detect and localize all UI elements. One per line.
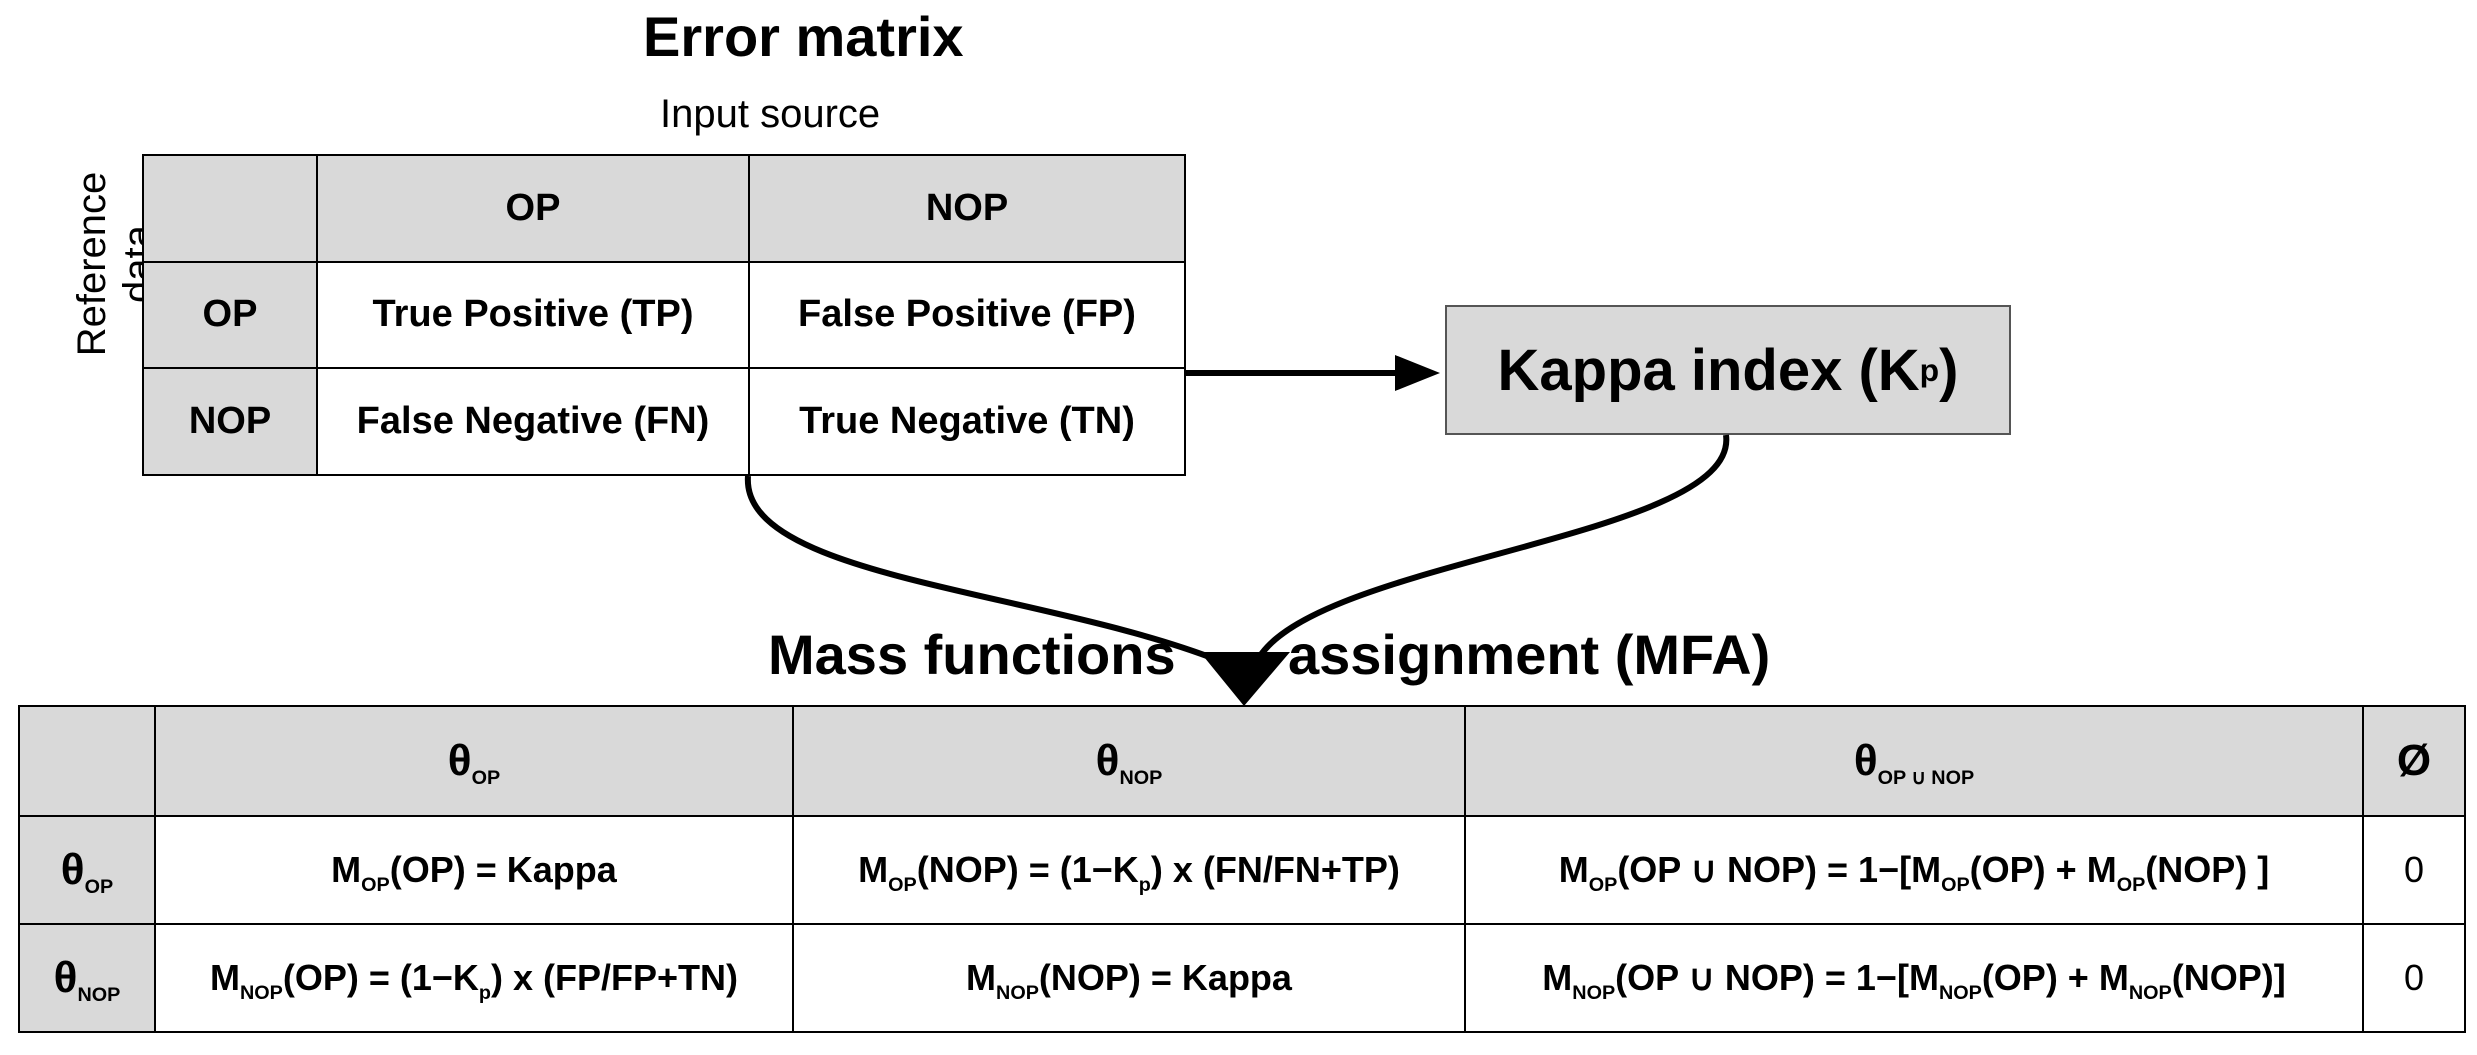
empty-set-symbol: Ø [2396, 736, 2432, 785]
mfa-title-left: Mass functions [768, 623, 1176, 686]
curve-from-kappa [1252, 434, 1730, 667]
cell-false-negative: False Negative (FN) [316, 367, 750, 476]
theta-sub: OP ∪ NOP [1877, 766, 1975, 789]
arrow-to-kappa-head [1395, 355, 1440, 391]
theta-sub: NOP [77, 983, 121, 1006]
row-header-op: OP [142, 260, 318, 370]
row-header-nop: NOP [142, 367, 318, 476]
mfa-cell-r2c3: MNOP(OP ∪ NOP) = 1−[MNOP(OP) + MNOP(NOP)… [1464, 923, 2364, 1033]
cell-true-positive: True Positive (TP) [316, 260, 750, 370]
mfa-row-theta-nop: θNOP [18, 923, 156, 1033]
mfa-corner-cell [18, 705, 156, 817]
error-matrix-table: OP NOP OP True Positive (TP) False Posit… [142, 154, 1186, 476]
curve-from-matrix [744, 475, 1232, 668]
mfa-cell-r2c4: 0 [2362, 923, 2466, 1033]
mfa-title-right: assignment (MFA) [1288, 623, 1771, 686]
mfa-col-theta-nop: θNOP [792, 705, 1466, 817]
mfa-cell-r1c4: 0 [2362, 815, 2466, 925]
error-matrix-title: Error matrix [643, 5, 964, 68]
mfa-row-theta-op: θOP [18, 815, 156, 925]
theta-symbol: θ [1853, 736, 1878, 785]
cell-true-negative: True Negative (TN) [748, 367, 1186, 476]
kappa-close: ) [1939, 337, 1959, 403]
theta-symbol: θ [447, 736, 472, 785]
mfa-col-empty-set: Ø [2362, 705, 2466, 817]
cell-false-positive: False Positive (FP) [748, 260, 1186, 370]
corner-cell [142, 154, 318, 263]
mfa-cell-r1c2: MOP(NOP) = (1−Kp) x (FN/FN+TP) [792, 815, 1466, 925]
col-header-nop: NOP [748, 154, 1186, 263]
theta-sub: NOP [1119, 766, 1163, 789]
mfa-cell-r2c2: MNOP(NOP) = Kappa [792, 923, 1466, 1033]
col-header-op: OP [316, 154, 750, 263]
mfa-cell-r1c1: MOP(OP) = Kappa [154, 815, 794, 925]
theta-symbol: θ [60, 845, 85, 894]
mfa-col-theta-op-union-nop: θOP ∪ NOP [1464, 705, 2364, 817]
mfa-arrow-head [1200, 652, 1290, 706]
mfa-cell-r2c1: MNOP(OP) = (1−Kp) x (FP/FP+TN) [154, 923, 794, 1033]
theta-symbol: θ [1095, 736, 1120, 785]
mfa-table: θOP θNOP θOP ∪ NOP Ø θOP MOP(OP) = Kappa… [18, 705, 2466, 1033]
mfa-col-theta-op: θOP [154, 705, 794, 817]
theta-symbol: θ [53, 953, 78, 1002]
mfa-cell-r1c3: MOP(OP ∪ NOP) = 1−[MOP(OP) + MOP(NOP) ] [1464, 815, 2364, 925]
input-source-label: Input source [660, 92, 881, 136]
kappa-label: Kappa index (K [1497, 337, 1920, 403]
theta-sub: OP [471, 766, 501, 789]
theta-sub: OP [84, 875, 114, 898]
